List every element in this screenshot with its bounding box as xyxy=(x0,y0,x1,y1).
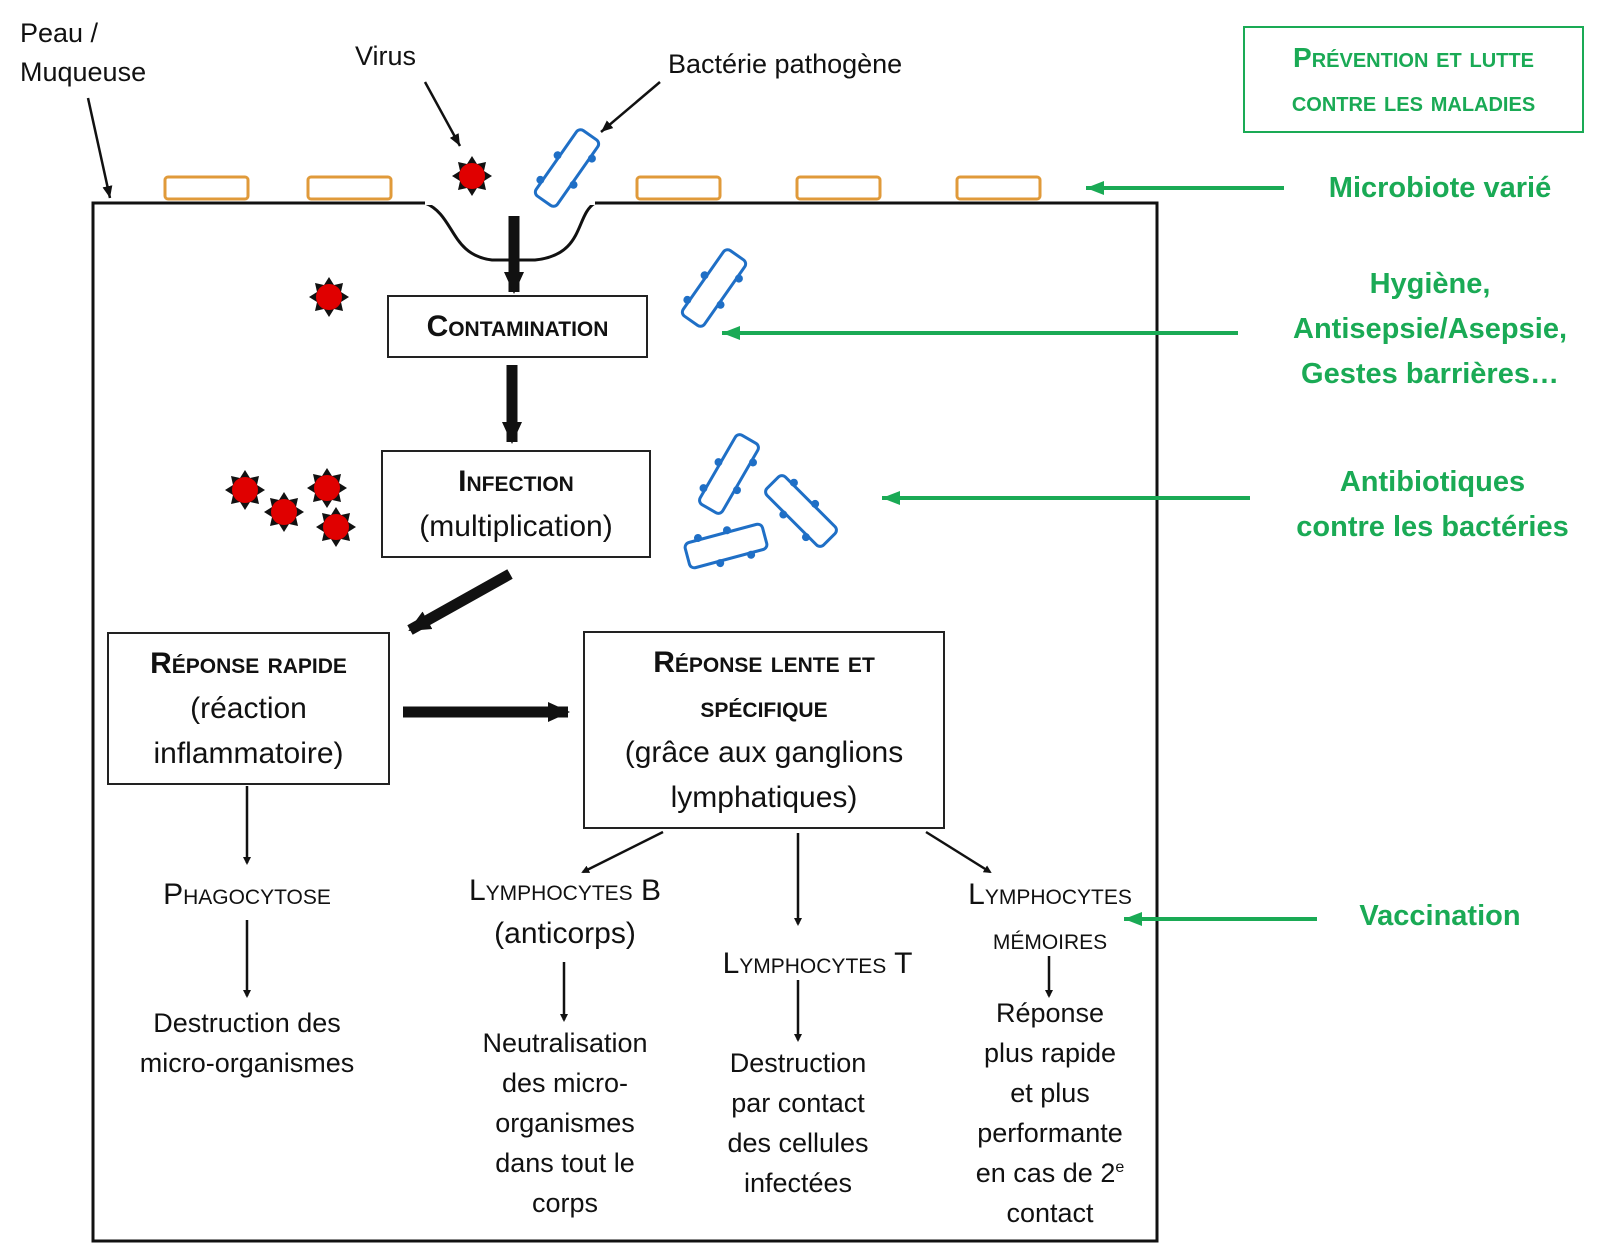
lymphocytes-b-label: Lymphocytes B xyxy=(468,874,662,907)
slow-response-title: Réponse lente et spécifique xyxy=(653,646,875,724)
lymphocytes-b-result: Neutralisation des micro- organismes dan… xyxy=(482,1028,648,1218)
virus-label: Virus xyxy=(355,41,417,71)
microbiote-cell xyxy=(635,175,722,201)
microbiote-cell xyxy=(955,175,1042,201)
prevention-header-box: Prévention et lutte contre les maladies xyxy=(1243,26,1584,133)
virus-icon xyxy=(452,156,492,196)
lymphocytes-t-result: Destruction par contact des cellules inf… xyxy=(727,1048,869,1198)
skin-label: Peau / Muqueuse xyxy=(20,18,147,88)
contamination-title: Contamination xyxy=(426,310,609,343)
arrow-to-lymph-m xyxy=(925,830,992,874)
bacteria-icon xyxy=(673,242,755,334)
prevention-header-title: Prévention et lutte contre les maladies xyxy=(1291,42,1536,117)
bacteria-pointer xyxy=(600,81,661,133)
fast-response-subtitle: (réaction inflammatoire) xyxy=(153,692,344,770)
memoires-result-sup: e xyxy=(1115,1158,1125,1176)
arrow-to-fast xyxy=(407,569,513,635)
phagocytose-result: Destruction des micro-organismes xyxy=(139,1008,355,1078)
virus-icon xyxy=(316,507,356,547)
infection-box: Infection (multiplication) xyxy=(381,450,651,558)
lymphocytes-b-subtitle: (anticorps) xyxy=(494,917,636,950)
phagocytose-label: Phagocytose xyxy=(163,878,331,911)
bacteria-icon xyxy=(526,122,608,214)
skin-pointer xyxy=(86,97,113,199)
prevention-antibiotiques: Antibiotiques contre les bactéries xyxy=(1296,466,1569,543)
infection-title: Infection xyxy=(458,465,574,498)
fast-response-box: Réponse rapide (réaction inflammatoire) xyxy=(107,632,390,785)
virus-pointer xyxy=(423,81,462,147)
bacteria-icon xyxy=(757,467,845,555)
lymphocytes-memoires-label: Lymphocytes mémoires xyxy=(968,878,1132,956)
virus-icon xyxy=(307,468,347,508)
bacteria-icon xyxy=(691,428,767,520)
bacteria-label: Bactérie pathogène xyxy=(668,49,903,79)
fast-response-title: Réponse rapide xyxy=(150,647,347,680)
microbiote-cell xyxy=(795,175,882,201)
virus-icon xyxy=(225,470,265,510)
microbiote-cell xyxy=(306,175,393,201)
slow-response-subtitle: (grâce aux ganglions lymphatiques) xyxy=(624,736,904,814)
infection-subtitle: (multiplication) xyxy=(419,510,613,543)
microbiote-cell xyxy=(163,175,250,201)
arrow-to-lymph-b xyxy=(581,830,664,874)
memoires-result-text: Réponse plus rapide et plus performante … xyxy=(975,998,1123,1188)
prevention-hygiene: Hygiène, Antisepsie/Asepsie, Gestes barr… xyxy=(1293,268,1567,390)
bacteria-icon xyxy=(680,515,772,577)
prevention-microbiote: Microbiote varié xyxy=(1328,172,1552,204)
lymphocytes-memoires-result: Réponse plus rapide et plus performante … xyxy=(940,994,1160,1234)
prevention-vaccination: Vaccination xyxy=(1359,900,1521,932)
contamination-box: Contamination xyxy=(387,295,648,358)
slow-response-box: Réponse lente et spécifique (grâce aux g… xyxy=(583,631,945,829)
memoires-result-end: contact xyxy=(1006,1197,1094,1228)
virus-icon xyxy=(309,277,349,317)
virus-icon xyxy=(264,492,304,532)
lymphocytes-t-label: Lymphocytes T xyxy=(722,947,913,980)
